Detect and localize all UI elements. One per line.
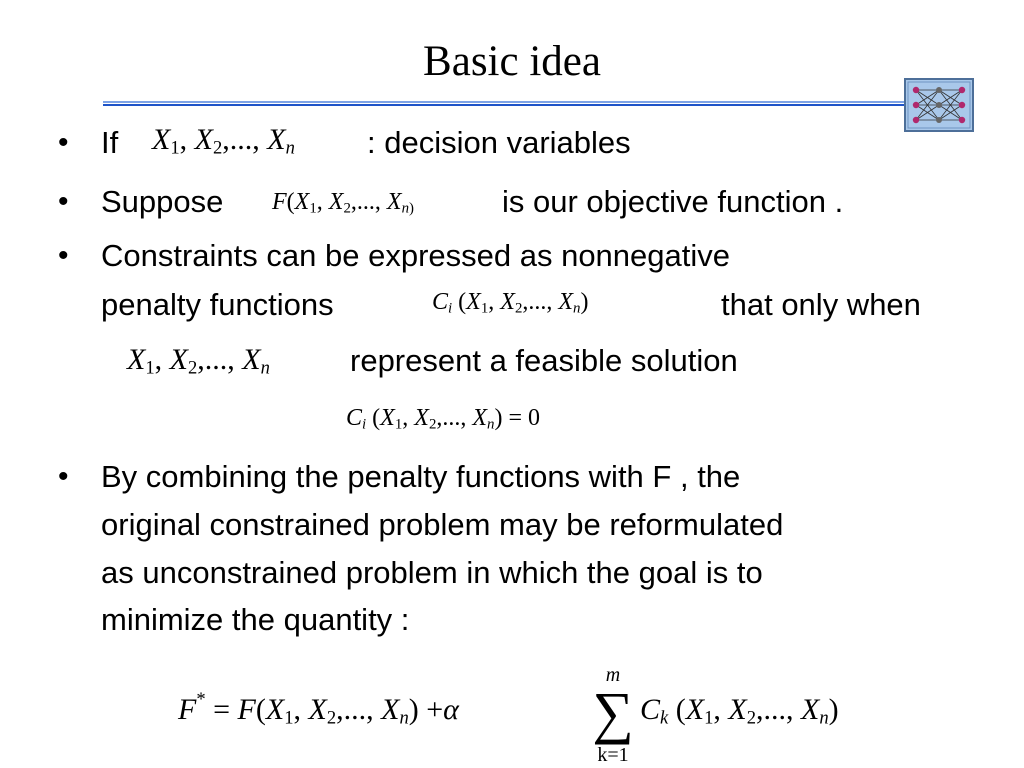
- summation-upper-limit: m: [605, 664, 621, 686]
- objective-function-formula: F(X1, X2,..., Xn): [272, 189, 414, 217]
- sigma-symbol: ∑: [592, 680, 634, 745]
- bullet-1-text: : decision variables: [367, 125, 631, 160]
- bullet-marker: •: [58, 460, 69, 493]
- summation-lower-limit: k=1: [597, 744, 629, 766]
- feasible-variables-formula: X1, X2,..., Xn: [127, 343, 270, 379]
- bullet-3-line-2: penalty functions: [101, 287, 334, 322]
- bullet-1-lead: If: [101, 125, 119, 160]
- decision-variables-formula: X1, X2,..., Xn: [152, 123, 295, 159]
- bullet-4-line-2: original constrained problem may be refo…: [101, 507, 784, 542]
- bullet-marker: •: [58, 185, 69, 218]
- bullet-marker: •: [58, 239, 69, 272]
- summation-symbol: m ∑ k=1: [592, 664, 634, 766]
- title-rule-dark: [103, 104, 905, 106]
- bullet-marker: •: [58, 126, 69, 159]
- bullet-4-line-1: By combining the penalty functions with …: [101, 459, 741, 494]
- bullet-4-line-3: as unconstrained problem in which the go…: [101, 555, 763, 590]
- title-rule-light: [103, 101, 905, 103]
- bullet-2-text: is our objective function .: [502, 184, 844, 219]
- slide-title: Basic idea: [423, 38, 601, 85]
- neural-network-icon: [904, 78, 974, 132]
- penalty-function-formula: Ci (X1, X2,..., Xn): [432, 289, 589, 317]
- bullet-2-lead: Suppose: [101, 184, 224, 219]
- bullet-3-line-1: Constraints can be expressed as nonnegat…: [101, 238, 731, 273]
- feasibility-equation: Ci (X1, X2,..., Xn) = 0: [346, 405, 541, 433]
- penalized-objective-rhs: Ck (X1, X2,..., Xn): [640, 693, 839, 729]
- bullet-3-line-2-end: that only when: [721, 287, 921, 322]
- penalized-objective-lhs: F* = F(X1, X2,..., Xn) +α: [178, 689, 459, 729]
- bullet-3-line-3: represent a feasible solution: [350, 343, 738, 378]
- bullet-4-line-4: minimize the quantity :: [101, 602, 410, 637]
